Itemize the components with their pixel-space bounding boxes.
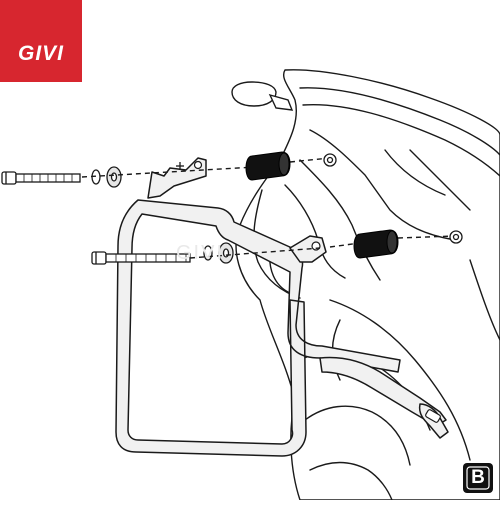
kit-type-badge-icon xyxy=(463,463,493,493)
motorcycle-rear-outline xyxy=(235,69,500,501)
brand-watermark: GIVI xyxy=(176,242,225,264)
logo-text: GIVI xyxy=(17,42,64,65)
frame-screw xyxy=(176,162,184,170)
givi-logo: GIVI xyxy=(0,0,82,82)
nuts xyxy=(323,153,463,244)
spacers xyxy=(245,151,399,259)
tail-light xyxy=(231,81,294,111)
washers xyxy=(91,166,234,264)
kit-type-badge-letter: B xyxy=(471,467,485,488)
upper-long-bolt xyxy=(1,171,81,185)
assembly-axis-lines xyxy=(81,157,456,259)
